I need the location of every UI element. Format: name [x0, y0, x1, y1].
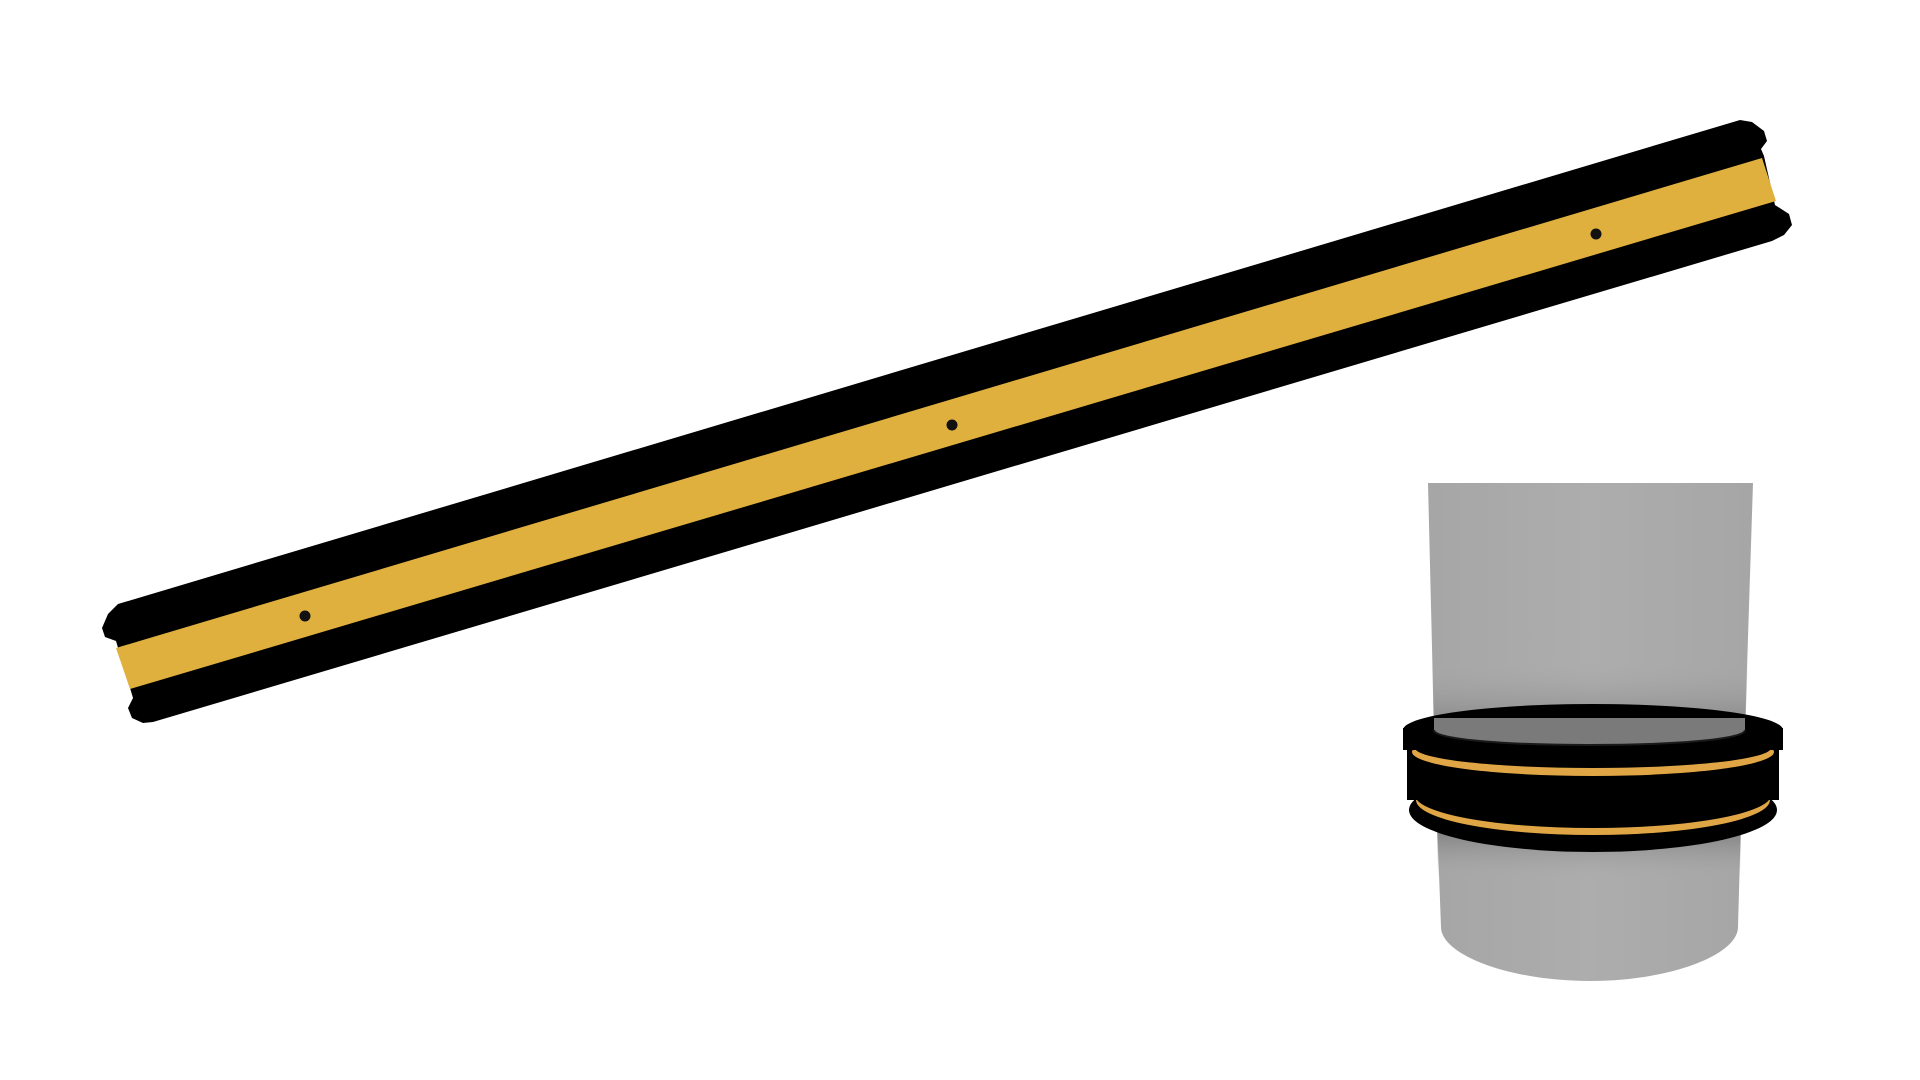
- gray-cylinder-pipe: [1403, 483, 1783, 981]
- strip-hole: [1590, 228, 1602, 240]
- pipe-entry-edge: [1433, 729, 1746, 746]
- pipe-entry-face: [1434, 718, 1745, 745]
- reflective-rubber-strip: [102, 120, 1792, 723]
- strip-hole: [299, 610, 311, 622]
- strip-yellow-stripe: [116, 158, 1776, 689]
- pipe-ring-stack: [1403, 704, 1783, 852]
- strip-hole: [946, 419, 958, 431]
